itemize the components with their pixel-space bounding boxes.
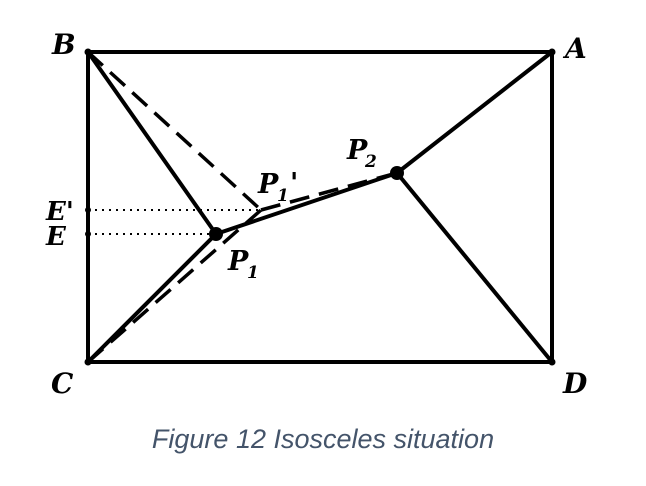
- label-p1: P 1: [227, 246, 259, 283]
- label-p1-prime: P 1 ': [257, 168, 298, 206]
- label-a: A: [562, 32, 587, 65]
- segment-p1-p2: [215, 171, 398, 236]
- segment-b-p1: [86, 50, 218, 236]
- label-p2: P 2: [346, 135, 377, 172]
- point-e: [85, 231, 91, 237]
- dashed-c-p1-prime: [86, 208, 263, 364]
- point-p2: [390, 166, 404, 180]
- dashed-b-p1-prime: [86, 50, 263, 212]
- label-c: C: [51, 367, 74, 400]
- point-b: [84, 48, 92, 56]
- svg-text:': ': [290, 168, 298, 199]
- isosceles-diagram: B A C D E' E P 2 P 1 ' P 1: [45, 28, 588, 400]
- segment-a-p2: [395, 50, 554, 175]
- rectangle-abcd: [86, 50, 554, 364]
- point-p1: [209, 227, 223, 241]
- svg-text:1: 1: [277, 186, 289, 206]
- label-d: D: [562, 367, 588, 400]
- svg-text:P: P: [346, 135, 368, 166]
- label-b: B: [51, 28, 76, 61]
- dashed-p1-prime-p2: [260, 171, 398, 212]
- svg-text:2: 2: [364, 152, 377, 172]
- svg-text:P: P: [257, 169, 279, 200]
- svg-text:P: P: [227, 246, 249, 277]
- segment-d-p2: [395, 171, 554, 364]
- point-a: [548, 48, 556, 56]
- point-c: [84, 358, 92, 366]
- segment-c-p1: [86, 232, 218, 364]
- label-e: E: [45, 222, 67, 252]
- label-e-prime: E': [45, 197, 74, 227]
- point-e-prime: [85, 207, 91, 213]
- svg-text:1: 1: [247, 263, 259, 283]
- point-d: [548, 358, 556, 366]
- figure-caption: Figure 12 Isosceles situation: [151, 424, 495, 454]
